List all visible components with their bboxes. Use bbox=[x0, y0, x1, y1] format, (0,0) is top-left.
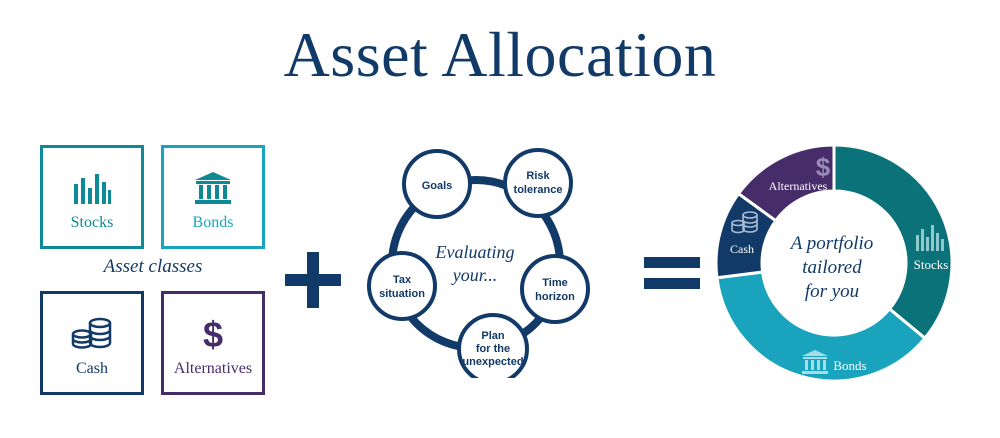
donut-slice-bonds bbox=[715, 270, 928, 383]
factor-time-horizon: Time horizon bbox=[520, 254, 590, 324]
asset-box-stocks: Stocks bbox=[40, 145, 144, 249]
donut-bonds-icon bbox=[802, 350, 828, 374]
portfolio-donut-chart: Stocks Bonds Cash $ Alternatives A portf… bbox=[714, 143, 954, 383]
donut-label-bonds: Bonds bbox=[833, 358, 866, 373]
factor-goals: Goals bbox=[402, 149, 472, 219]
factor-risk-label-1: Risk bbox=[526, 170, 550, 182]
factor-goals-label: Goals bbox=[422, 180, 453, 192]
coin-stack-icon bbox=[43, 316, 141, 352]
dollar-sign-icon: $ bbox=[164, 316, 262, 352]
factor-tax-label-2: situation bbox=[379, 288, 425, 300]
asset-label-alternatives: Alternatives bbox=[173, 360, 253, 377]
asset-box-bonds: Bonds bbox=[161, 145, 265, 249]
portfolio-center-line1: A portfolio bbox=[789, 233, 874, 254]
factor-tax-situation: Tax situation bbox=[367, 251, 437, 321]
bar-chart-icon bbox=[43, 170, 141, 206]
portfolio-center-line3: for you bbox=[805, 281, 859, 302]
bank-building-icon bbox=[164, 170, 262, 206]
donut-alternatives-icon: $ bbox=[816, 152, 831, 182]
factor-plan-label-3: unexpected bbox=[462, 356, 523, 368]
donut-slice-stocks bbox=[832, 143, 954, 341]
donut-label-cash: Cash bbox=[730, 242, 754, 256]
factor-plan-label-2: for the bbox=[476, 343, 510, 355]
donut-cash-icon bbox=[731, 211, 758, 234]
svg-text:$: $ bbox=[203, 316, 223, 352]
factor-time-label-1: Time bbox=[542, 277, 567, 289]
asset-box-alternatives: $ Alternatives bbox=[161, 291, 265, 395]
factor-time-label-2: horizon bbox=[535, 291, 575, 303]
asset-box-cash: Cash bbox=[40, 291, 144, 395]
asset-label-cash: Cash bbox=[76, 360, 108, 377]
evaluation-center-line1: Evaluating bbox=[435, 242, 515, 262]
equals-sign bbox=[644, 257, 700, 289]
factor-plan-unexpected: Plan for the unexpected bbox=[457, 313, 529, 378]
donut-stocks-icon bbox=[916, 225, 944, 251]
factor-tax-label-1: Tax bbox=[393, 274, 412, 286]
evaluation-center-line2: your... bbox=[451, 265, 498, 285]
portfolio-center-line2: tailored bbox=[802, 257, 862, 278]
evaluation-diagram: Evaluating your... Goals Risk tolerance … bbox=[367, 148, 590, 378]
asset-label-bonds: Bonds bbox=[192, 214, 234, 231]
factor-risk-label-2: tolerance bbox=[514, 184, 563, 196]
factor-risk-tolerance: Risk tolerance bbox=[503, 148, 573, 218]
asset-classes-caption: Asset classes bbox=[103, 256, 203, 277]
donut-label-stocks: Stocks bbox=[914, 257, 949, 272]
plus-sign bbox=[285, 252, 341, 308]
asset-label-stocks: Stocks bbox=[70, 214, 114, 231]
donut-label-alternatives: Alternatives bbox=[769, 179, 828, 193]
page-title: Asset Allocation bbox=[283, 19, 717, 90]
donut-slice-alternatives bbox=[736, 143, 836, 223]
factor-plan-label-1: Plan bbox=[481, 330, 505, 342]
